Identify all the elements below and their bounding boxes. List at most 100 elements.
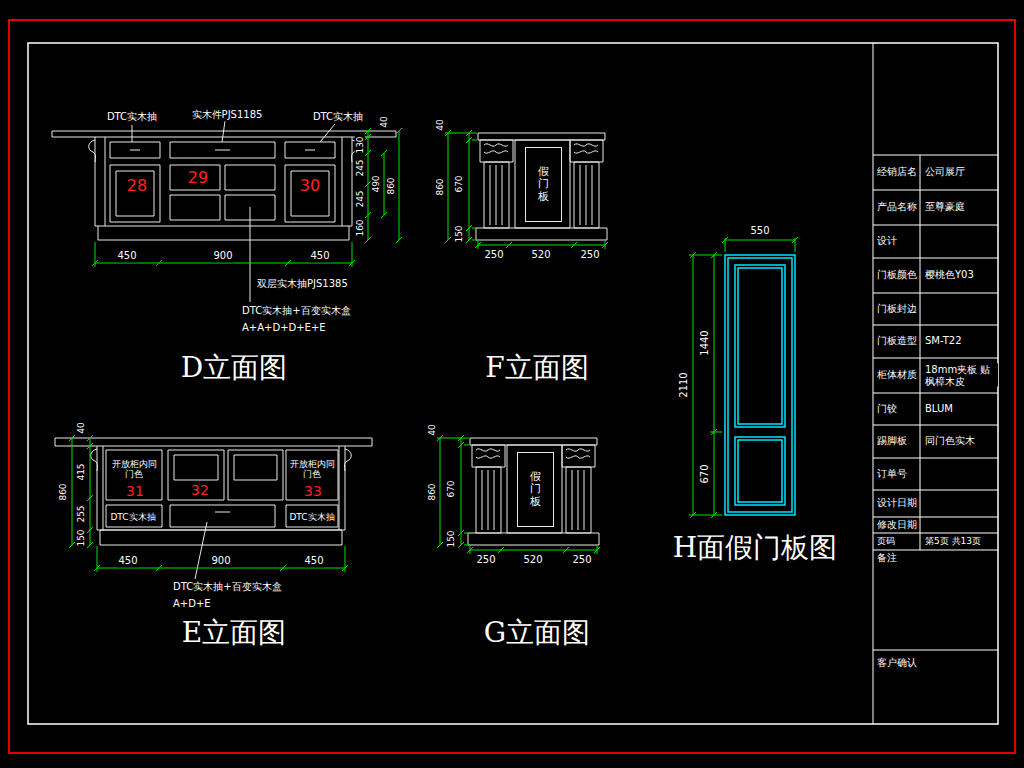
dimension-lines-d [92,128,402,267]
dimension-text: 40 [427,423,437,436]
callout-text: 实木件PJS1185 [191,109,264,121]
dimension-text: 450 [303,555,324,567]
panel-label: 假门板 [538,166,549,202]
title-block-cell: 门板颜色 [876,269,918,281]
dimension-text: 245 [355,189,365,208]
callout-text: DTC实木抽 [288,512,335,522]
dimension-text: 860 [386,176,396,195]
view-title: G立面图 [483,617,591,649]
title-block-cell: 柜体材质 [876,369,918,381]
false-door-panel-box: 假门板 [525,147,562,222]
dimension-text: 250 [571,554,592,566]
dimension-text: 150 [446,529,456,548]
cabinet-d-elevation [52,131,396,240]
title-block-cell: 设计 [876,235,898,247]
inner-frame [28,43,998,724]
title-block-cell: SM-T22 [924,335,963,347]
cabinet-f-elevation [445,130,608,249]
callout-number: 31 [125,483,145,499]
callout-number: 28 [126,177,148,195]
outer-frame [9,20,1015,753]
title-block-cell: 至尊豪庭 [924,201,966,213]
title-block-cell: 修改日期 [876,519,918,531]
callout-text: A+D+E [172,598,212,610]
title-block-cell: 产品名称 [876,201,918,213]
callout-text: 双层实木抽PJS1385 [256,278,349,290]
dimension-text: 670 [454,174,464,193]
leader-lines-d [132,121,335,302]
view-title: F立面图 [484,352,589,384]
title-block-cell: 订单号 [876,468,908,480]
false-door-panel [725,255,795,515]
callout-text: DTC实木抽 [109,512,156,522]
dimension-text: 130 [355,135,365,154]
dimension-text: 40 [435,118,445,131]
title-block-cell: 页码 [876,536,896,546]
leader-line-e [195,522,207,579]
title-block-cell: 经销店名 [876,166,918,178]
dimension-lines-f [445,130,608,249]
title-block-cell: 公司展厅 [924,166,966,178]
dimension-text: 245 [355,158,365,177]
title-block-cell: 备注 [876,552,898,564]
pilaster-cabinet [476,133,607,240]
callout-text: DTC实木抽+百变实木盒 [172,581,283,593]
cabinet-e-elevation [55,438,372,545]
title-block-cell: 客户确认 [876,657,918,669]
dimension-text: 900 [210,555,231,567]
dimension-text: 450 [309,250,330,262]
dimension-text: 255 [76,504,86,523]
callout-text: DTC实木抽+百变实木盒 [241,305,352,317]
dimension-text: 490 [371,174,381,193]
false-door-panel-box: 假门板 [517,452,554,527]
dimension-text: 520 [522,554,543,566]
title-block-cell: BLUM [924,403,954,415]
title-block-cell: 门板造型 [876,335,918,347]
callout-text: 开放柜内同门色 [288,459,336,480]
dimension-text: 860 [58,482,68,501]
callout-text: 开放柜内同门色 [110,459,158,480]
title-block-cell: 第5页 共13页 [924,536,982,546]
callout-text: DTC实木抽 [312,111,364,123]
dimension-text: 150 [76,528,86,547]
callout-number: 32 [190,482,210,498]
title-block-cell: 樱桃色Y03 [924,269,975,281]
callout-number: 29 [187,169,209,187]
dimension-text: 150 [454,224,464,243]
title-block-grid [873,43,998,724]
dimension-text: 415 [76,462,86,481]
cabinet-g-elevation [437,435,600,554]
dimension-text: 160 [355,218,365,237]
view-title: D立面图 [180,352,288,384]
title-block-cell: 踢脚板 [876,435,908,447]
dimension-text: 450 [117,555,138,567]
dimension-text: 900 [212,250,233,262]
dimension-text: 670 [699,463,711,484]
title-block-cell: 同门色实木 [924,435,976,447]
dimension-text: 250 [483,249,504,261]
view-title: E立面图 [181,617,287,649]
panel-label: 假门板 [530,471,541,507]
dimension-text: 2110 [678,371,690,398]
dimension-text: 250 [475,554,496,566]
dimension-text: 250 [579,249,600,261]
callout-number: 30 [299,177,321,195]
dimension-lines-e [69,435,348,572]
dimension-text: 40 [379,115,389,128]
dimension-lines-h [689,237,798,518]
dimension-text: 550 [749,225,770,237]
dimension-text: 40 [76,421,86,434]
dimension-text: 1440 [699,329,711,356]
dimension-text: 860 [427,482,437,501]
view-title: H面假门板图 [672,532,838,564]
callout-text: DTC实木抽 [106,111,158,123]
title-block-cell: 设计日期 [876,497,918,509]
dimension-text: 450 [116,250,137,262]
dimension-text: 670 [446,479,456,498]
title-block-cell: 18mm夹板 贴枫樟木皮 [924,364,998,387]
title-block-cell: 门铰 [876,403,898,415]
title-block-cell: 门板封边 [876,303,918,315]
callout-text: A+A+D+D+E+E [241,322,327,334]
callout-number: 33 [303,483,323,499]
